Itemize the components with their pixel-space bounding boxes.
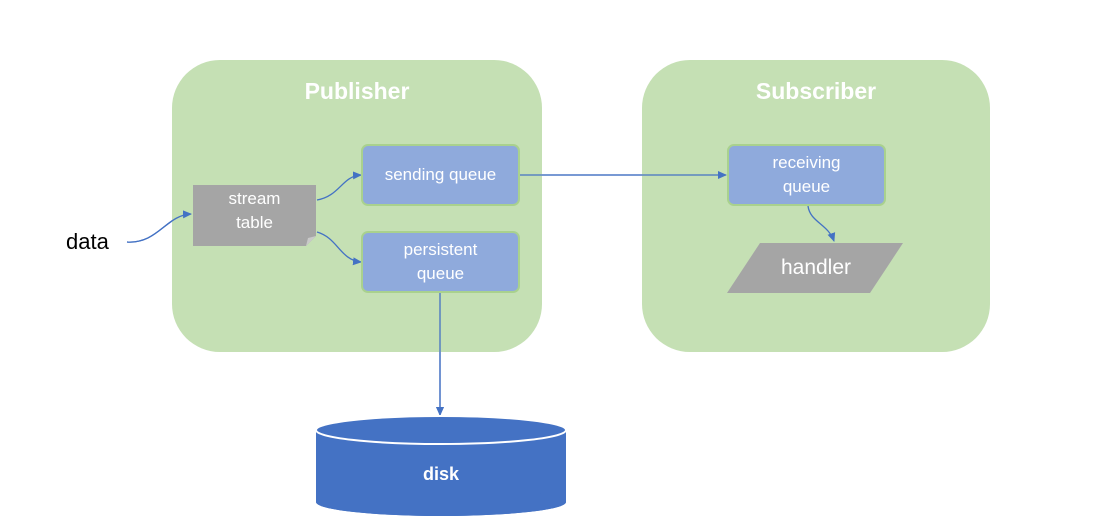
publisher-title: Publisher bbox=[304, 78, 410, 104]
receiving-queue-label: receiving queue bbox=[772, 153, 841, 196]
handler-label: handler bbox=[780, 256, 852, 279]
persistent-queue: persistent queue bbox=[361, 231, 520, 293]
sending-queue: sending queue bbox=[361, 144, 520, 206]
data-label: data bbox=[66, 229, 109, 254]
disk-label: disk bbox=[422, 464, 460, 484]
stream-table-label: stream table bbox=[228, 189, 281, 232]
sending-queue-label: sending queue bbox=[384, 165, 497, 184]
persistent-queue-label: persistent queue bbox=[403, 240, 478, 283]
subscriber-title: Subscriber bbox=[755, 78, 877, 104]
subscriber-panel: Subscriber bbox=[642, 60, 990, 352]
receiving-queue: receiving queue bbox=[727, 144, 886, 206]
